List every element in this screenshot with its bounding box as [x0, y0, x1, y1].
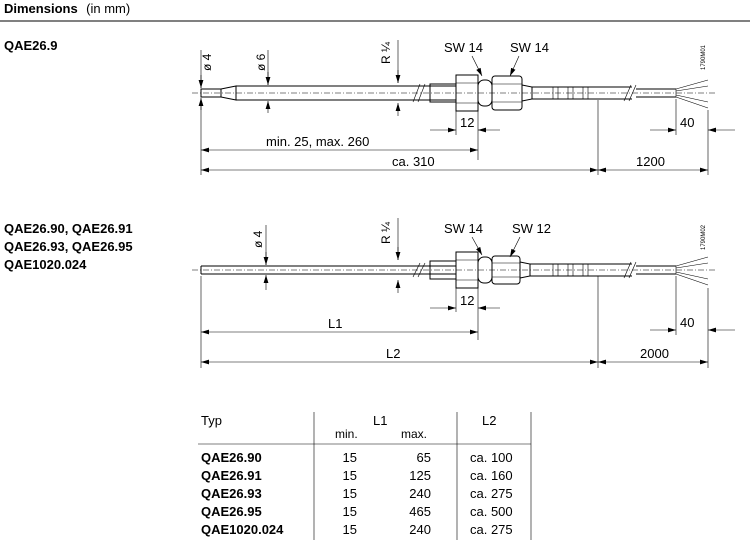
cell-l2: ca. 275: [470, 522, 513, 537]
cell-typ: QAE1020.024: [201, 522, 284, 537]
dia-tip-label: ø 4: [200, 53, 214, 71]
break-mark: [412, 262, 421, 278]
hex-nut-right: [491, 255, 521, 285]
cell-l2: ca. 500: [470, 504, 513, 519]
dim-40-label: 40: [680, 315, 694, 330]
diagram2-model-2: QAE26.93, QAE26.95: [4, 239, 133, 254]
sw-left-label: SW 14: [444, 221, 483, 236]
drawing-code: 1790M02: [701, 224, 707, 250]
cell-min: 15: [343, 522, 357, 537]
table-row: QAE26.90 15 65 ca. 100: [201, 450, 513, 465]
table-header-min: min.: [335, 427, 358, 441]
header: Dimensions (in mm): [4, 0, 130, 17]
diagram1-model: QAE26.9: [4, 38, 57, 53]
connector-neck: [521, 84, 533, 102]
table-row: QAE26.93 15 240 ca. 275: [201, 486, 513, 501]
break-mark: [417, 83, 426, 103]
table-header-l1: L1: [373, 413, 387, 428]
cell-min: 15: [343, 450, 357, 465]
table-header-typ: Typ: [201, 413, 222, 428]
connector-neck: [519, 261, 531, 279]
break-mark: [412, 83, 421, 103]
table-header-l2: L2: [482, 413, 496, 428]
break-mark: [417, 262, 426, 278]
dim-12-label: 12: [460, 293, 474, 308]
hex-nut-right: [491, 75, 523, 111]
model-table: Typ L1 L2 min. max. QAE26.90 15 65 ca. 1…: [198, 412, 532, 540]
diagram-qae26-9: QAE26.9: [4, 38, 735, 175]
dim-12-label: 12: [460, 115, 474, 130]
dia-tip-label: ø 4: [251, 230, 265, 248]
cell-max: 240: [409, 522, 431, 537]
table-row: QAE26.91 15 125 ca. 160: [201, 468, 513, 483]
dim-l2-label: L2: [386, 346, 400, 361]
table-header-max: max.: [401, 427, 427, 441]
dim-cable-label: 1200: [636, 154, 665, 169]
cell-typ: QAE26.90: [201, 450, 262, 465]
table-row: QAE26.95 15 465 ca. 500: [201, 504, 513, 519]
header-unit: (in mm): [86, 1, 130, 16]
sw-right-label: SW 14: [510, 40, 549, 55]
cell-min: 15: [343, 504, 357, 519]
probe-tip: [200, 88, 222, 98]
cell-l2: ca. 275: [470, 486, 513, 501]
dim-insert-label: min. 25, max. 260: [266, 134, 369, 149]
probe-taper: [220, 85, 237, 101]
cell-l2: ca. 160: [470, 468, 513, 483]
diagram-qae26-9x: QAE26.90, QAE26.91 QAE26.93, QAE26.95 QA…: [4, 218, 735, 368]
header-title: Dimensions: [4, 1, 78, 16]
cell-min: 15: [343, 468, 357, 483]
dim-total-label: ca. 310: [392, 154, 435, 169]
thread-label: R ¼: [379, 221, 393, 244]
table-row: QAE1020.024 15 240 ca. 275: [201, 522, 513, 537]
drawing-code: 1790M01: [701, 44, 707, 70]
cell-typ: QAE26.93: [201, 486, 262, 501]
diagram2-model-3: QAE1020.024: [4, 257, 87, 272]
diagram2-model-1: QAE26.90, QAE26.91: [4, 221, 133, 236]
wire-ends: [675, 79, 709, 109]
sw-right-label: SW 12: [512, 221, 551, 236]
sw-left-label: SW 14: [444, 40, 483, 55]
cell-min: 15: [343, 486, 357, 501]
dim-40-label: 40: [680, 115, 694, 130]
cell-max: 125: [409, 468, 431, 483]
cell-max: 65: [417, 450, 431, 465]
dim-l1-label: L1: [328, 316, 342, 331]
thread-label: R ¼: [379, 41, 393, 64]
dim-cable-label: 2000: [640, 346, 669, 361]
wire-ends: [675, 256, 709, 286]
cell-max: 240: [409, 486, 431, 501]
cell-typ: QAE26.91: [201, 468, 262, 483]
dia-tube-label: ø 6: [254, 53, 268, 71]
cell-l2: ca. 100: [470, 450, 513, 465]
cell-max: 465: [409, 504, 431, 519]
cell-typ: QAE26.95: [201, 504, 262, 519]
